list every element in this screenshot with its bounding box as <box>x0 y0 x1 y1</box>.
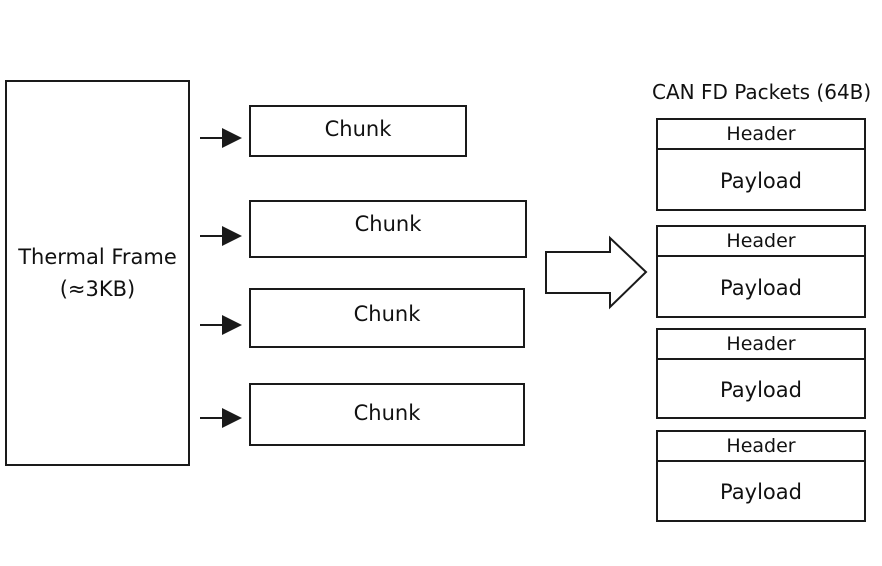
chunk-label: Chunk <box>353 401 421 425</box>
thermal-frame-label: Thermal Frame <box>18 245 177 269</box>
chunk-box-1: Chunk <box>249 105 467 157</box>
thermal-frame-size: (≈3KB) <box>59 277 136 301</box>
packet-payload: Payload <box>720 168 802 193</box>
packet-header: Header <box>658 432 864 462</box>
chunk-label: Chunk <box>353 302 421 326</box>
packet-header: Header <box>658 330 864 360</box>
chunk-box-3: Chunk <box>249 288 525 348</box>
chunk-box-2: Chunk <box>249 200 527 258</box>
can-packet: Header Payload <box>656 328 866 419</box>
chunk-label: Chunk <box>324 117 392 141</box>
can-packet: Header Payload <box>656 430 866 522</box>
packet-payload: Payload <box>720 480 802 504</box>
packet-payload: Payload <box>720 275 802 300</box>
chunk-label: Chunk <box>354 212 422 236</box>
thermal-frame-box: Thermal Frame (≈3KB) <box>5 80 190 466</box>
can-packet: Header Payload <box>656 118 866 211</box>
packet-header: Header <box>658 120 864 150</box>
packets-title: CAN FD Packets (64B) <box>652 80 872 104</box>
packet-payload: Payload <box>720 377 802 402</box>
big-transfer-arrow <box>545 235 648 310</box>
chunk-box-4: Chunk <box>249 383 525 446</box>
can-packet: Header Payload <box>656 225 866 318</box>
packet-header: Header <box>658 227 864 257</box>
